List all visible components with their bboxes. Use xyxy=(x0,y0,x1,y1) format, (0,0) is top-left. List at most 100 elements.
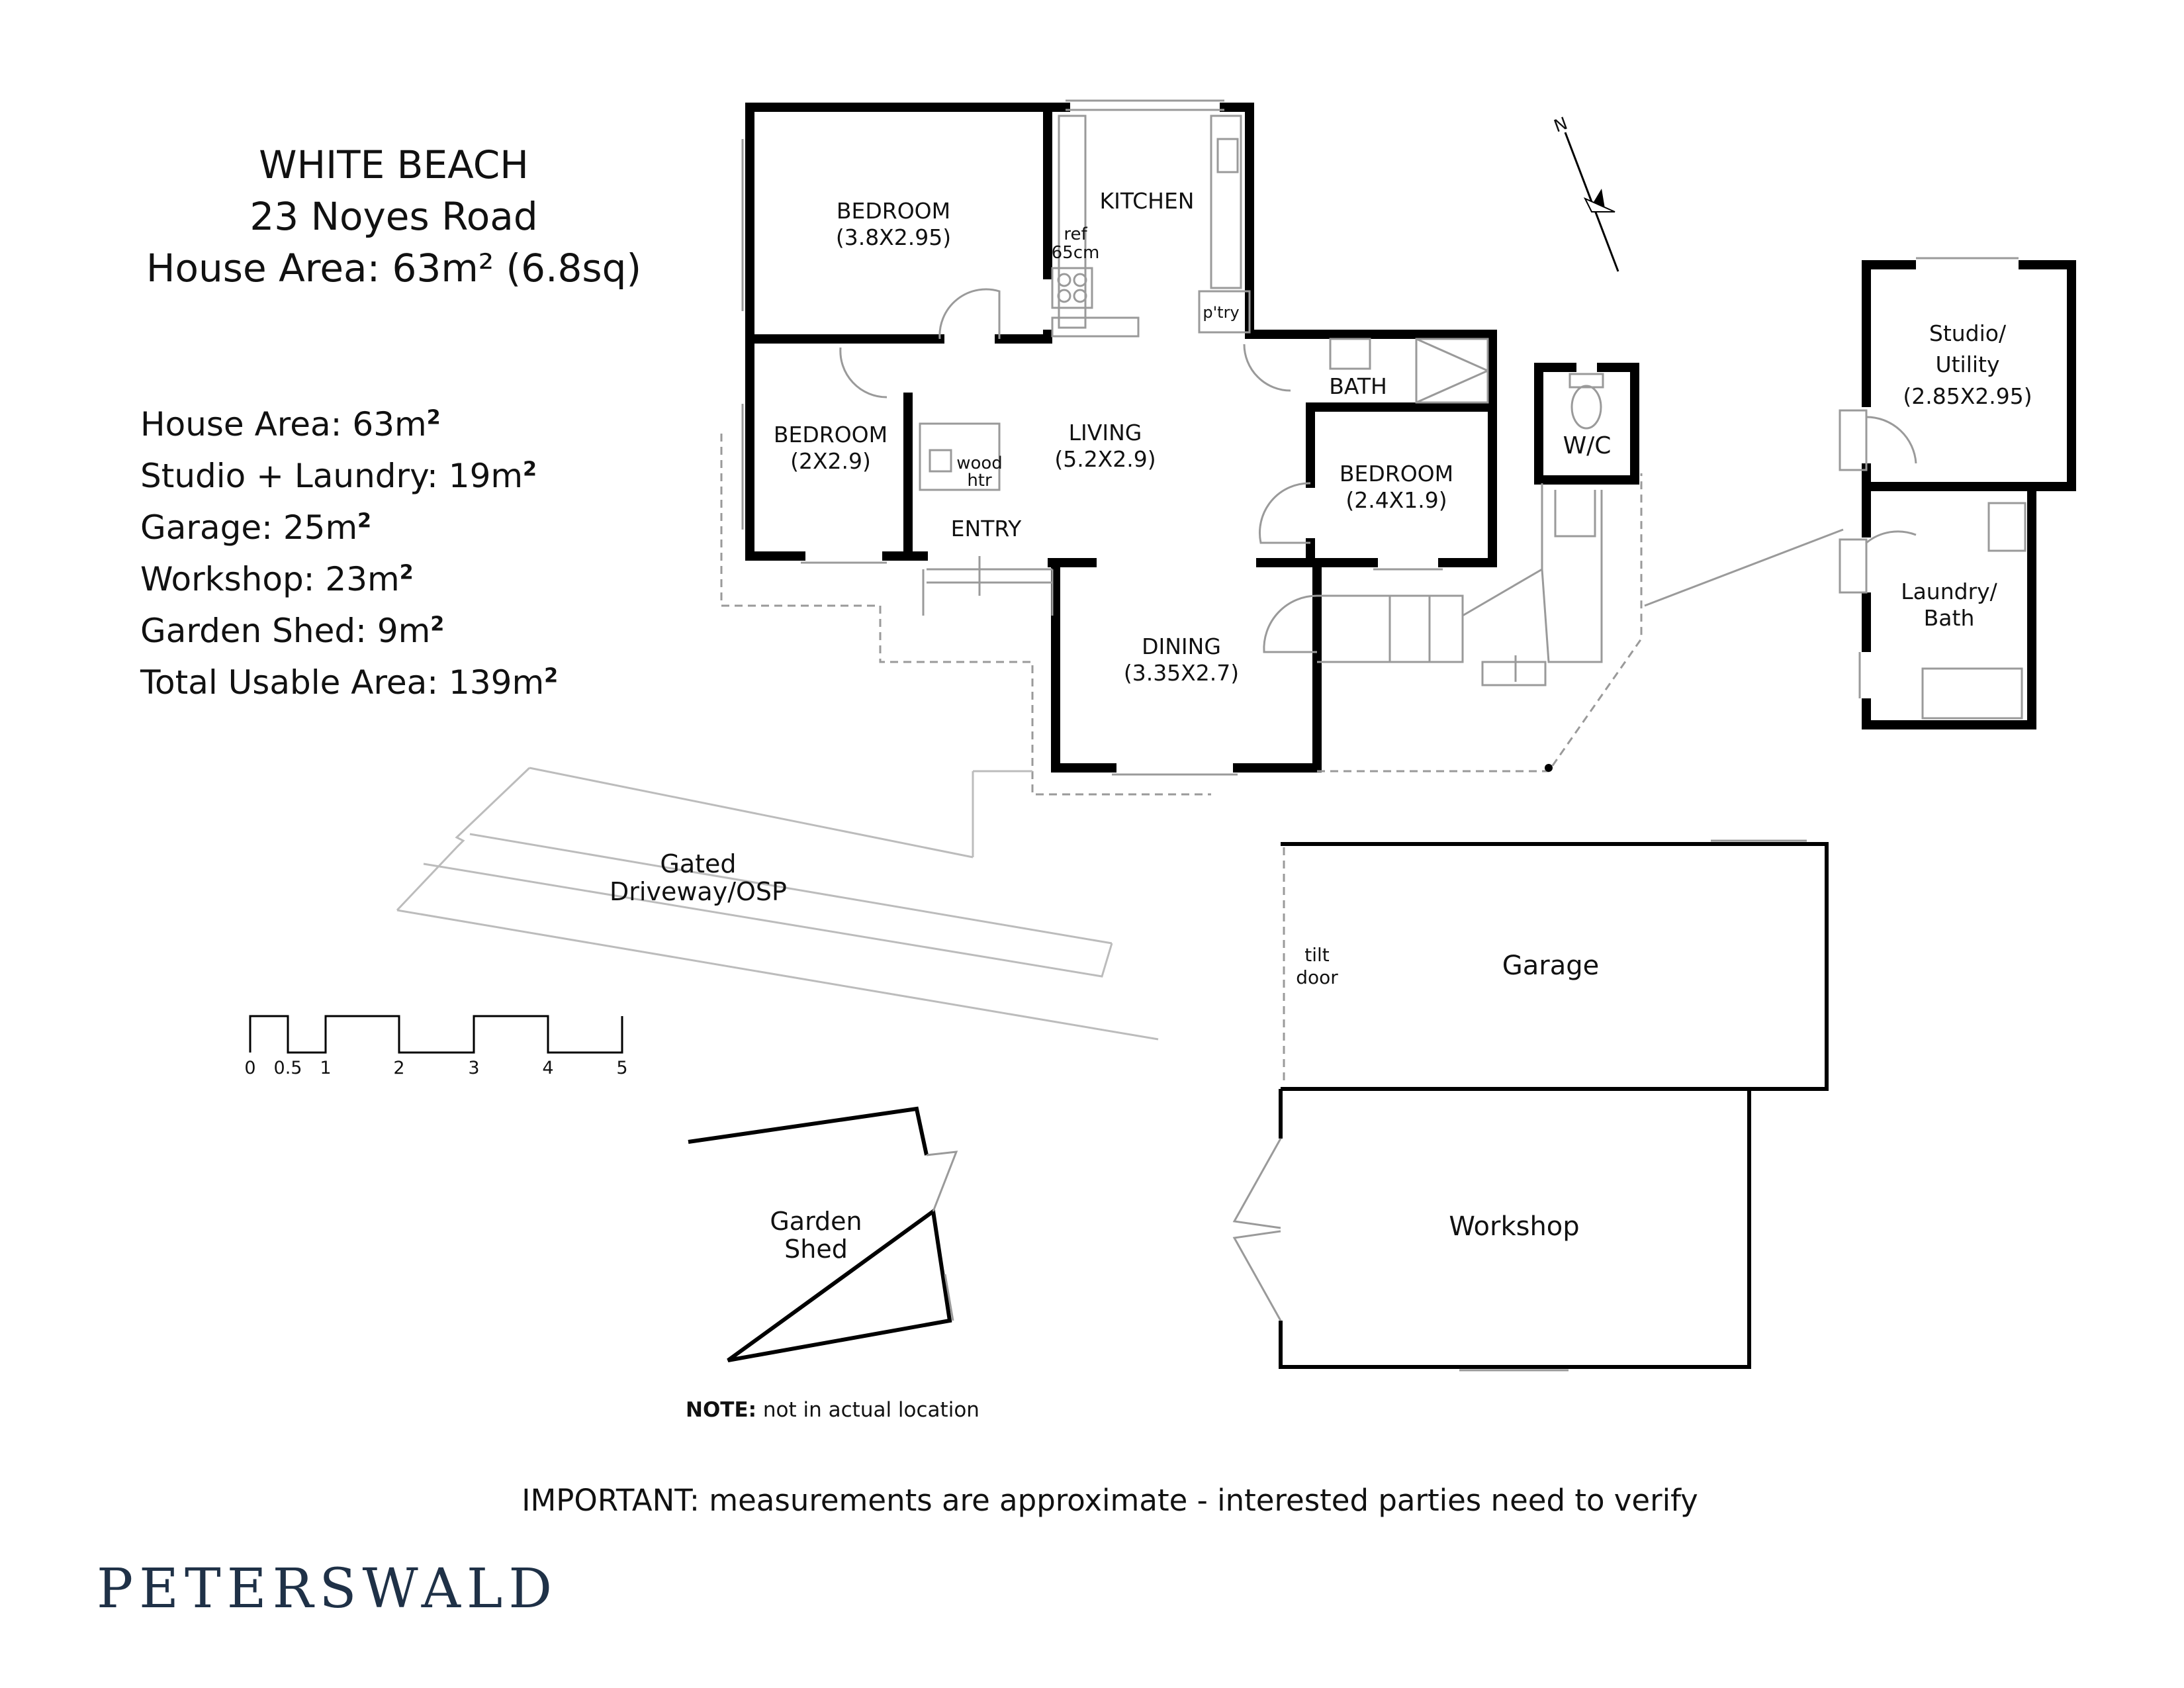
pantry-name: p'try xyxy=(1203,303,1239,322)
bedroom1-size: (3.8X2.95) xyxy=(836,224,951,250)
scale-bar xyxy=(249,1015,623,1054)
disclaimer: IMPORTANT: measurements are approximate … xyxy=(522,1483,1698,1518)
shower xyxy=(1415,338,1489,404)
wood-line2: htr xyxy=(967,471,992,491)
laundry-door xyxy=(1866,530,1917,544)
garage-name: Garage xyxy=(1502,951,1599,981)
bedroom2-walls xyxy=(745,334,913,561)
pantry xyxy=(1198,290,1251,334)
bath-tub xyxy=(1921,667,2023,720)
tilt-line2: door xyxy=(1296,966,1338,988)
area-workshop: Workshop: 23m2 xyxy=(140,560,414,598)
wood-heater xyxy=(919,422,1001,491)
scale-tick-2: 2 xyxy=(393,1058,404,1078)
kitchen-walls xyxy=(1043,103,1497,339)
bath-name: BATH xyxy=(1329,373,1387,399)
shower-line-2 xyxy=(1416,369,1488,404)
header-address: 23 Noyes Road xyxy=(250,194,538,239)
dining-door xyxy=(1263,594,1318,653)
studio-outline xyxy=(1862,260,2076,491)
workshop-outline xyxy=(1279,1087,1751,1369)
house-boundary-right xyxy=(1317,473,1643,773)
studio-line1: Studio/ xyxy=(1929,320,2007,346)
laundry-outline xyxy=(1862,487,2036,729)
deck-ramp xyxy=(1462,483,1603,663)
area-house: House Area: 63m2 xyxy=(140,405,441,444)
garage-walls xyxy=(1279,842,1829,1369)
driveway xyxy=(396,767,1159,1041)
workshop-door-bottom xyxy=(1232,1230,1282,1321)
bedroom3-door xyxy=(1258,482,1311,544)
bedroom2-size: (2X2.9) xyxy=(790,448,871,474)
laundry-step xyxy=(1839,538,1868,594)
driveway-bottom xyxy=(396,909,1159,1041)
area-total: Total Usable Area: 139m2 xyxy=(140,663,559,702)
wc-walls xyxy=(1534,363,1639,485)
area-shed: Garden Shed: 9m2 xyxy=(140,612,445,650)
bedroom3-size: (2.4X1.9) xyxy=(1345,487,1447,513)
area-studio: Studio + Laundry: 19m2 xyxy=(140,457,537,495)
shed-door xyxy=(926,1150,958,1212)
boundary-lines xyxy=(720,434,1643,1086)
area-garage: Garage: 25m2 xyxy=(140,508,372,547)
wc-passage xyxy=(1554,490,1596,538)
bath-door xyxy=(1243,344,1291,392)
studio-door xyxy=(1866,416,1917,464)
toilet-cistern xyxy=(1569,373,1604,389)
house-boundary xyxy=(720,434,1211,796)
shed-details xyxy=(926,1150,958,1321)
studio-walls xyxy=(1862,260,2076,729)
shed-note: NOTE: not in actual location xyxy=(686,1398,979,1422)
tilt-line1: tilt xyxy=(1304,944,1330,966)
bedroom2-name: BEDROOM xyxy=(774,422,887,447)
house-details xyxy=(741,99,1604,776)
shed-walls xyxy=(688,1106,952,1362)
deck-step-bottom xyxy=(1481,661,1547,686)
driveway-line2: Driveway/OSP xyxy=(610,877,787,906)
scale-tick-5: 5 xyxy=(616,1058,627,1078)
dining-walls xyxy=(1048,558,1322,773)
bedroom1-door xyxy=(938,288,1001,340)
studio-step xyxy=(1839,409,1868,471)
room-labels: BEDROOM (3.8X2.95) KITCHEN ref 65cm p'tr… xyxy=(610,188,2032,1264)
kitchen-bench xyxy=(1058,115,1087,329)
ref-line2: 65cm xyxy=(1052,243,1100,263)
shower-line-1 xyxy=(1416,338,1488,372)
compass-label: N xyxy=(1551,114,1570,137)
dining-name: DINING xyxy=(1142,633,1221,659)
scale-tick-3: 3 xyxy=(468,1058,479,1078)
bedroom1-name: BEDROOM xyxy=(837,198,950,224)
burner-2 xyxy=(1073,273,1087,287)
scale-tick-0: 0 xyxy=(244,1058,255,1078)
living-name: LIVING xyxy=(1069,420,1142,445)
kitchen-sink xyxy=(1216,138,1239,173)
driveway-line-2 xyxy=(469,833,1113,945)
shed-window xyxy=(944,1274,954,1321)
burner-4 xyxy=(1073,289,1087,303)
boundary-dot xyxy=(1545,764,1553,772)
entry-steps xyxy=(922,568,1054,616)
burner-1 xyxy=(1057,273,1071,287)
workshop-name: Workshop xyxy=(1449,1211,1579,1242)
studio-details xyxy=(1839,257,2026,720)
header-title: WHITE BEACH xyxy=(259,142,529,187)
laundry-line1: Laundry/ xyxy=(1901,579,1997,604)
burner-3 xyxy=(1057,289,1071,303)
shed-line2: Shed xyxy=(784,1235,848,1264)
ref-line1: ref xyxy=(1064,224,1087,244)
bath-basin xyxy=(1329,338,1371,370)
brand-logo: PETERSWALD xyxy=(97,1558,559,1620)
scale-tick-1: 1 xyxy=(320,1058,331,1078)
scale-tick-0-5: 0.5 xyxy=(274,1058,302,1078)
path-to-studio xyxy=(1644,528,1844,607)
entry-name: ENTRY xyxy=(951,516,1023,541)
kitchen-bench-bottom xyxy=(1051,316,1140,338)
dining-size: (3.35X2.7) xyxy=(1124,660,1239,686)
shed-outline xyxy=(688,1106,952,1362)
wc-name: W/C xyxy=(1563,432,1612,459)
compass-icon: N xyxy=(1551,114,1619,272)
header-area: House Area: 63m² (6.8sq) xyxy=(146,246,642,291)
scale-labels: 0 0.5 1 2 3 4 5 xyxy=(244,1058,627,1078)
scale-tick-4: 4 xyxy=(542,1058,553,1078)
